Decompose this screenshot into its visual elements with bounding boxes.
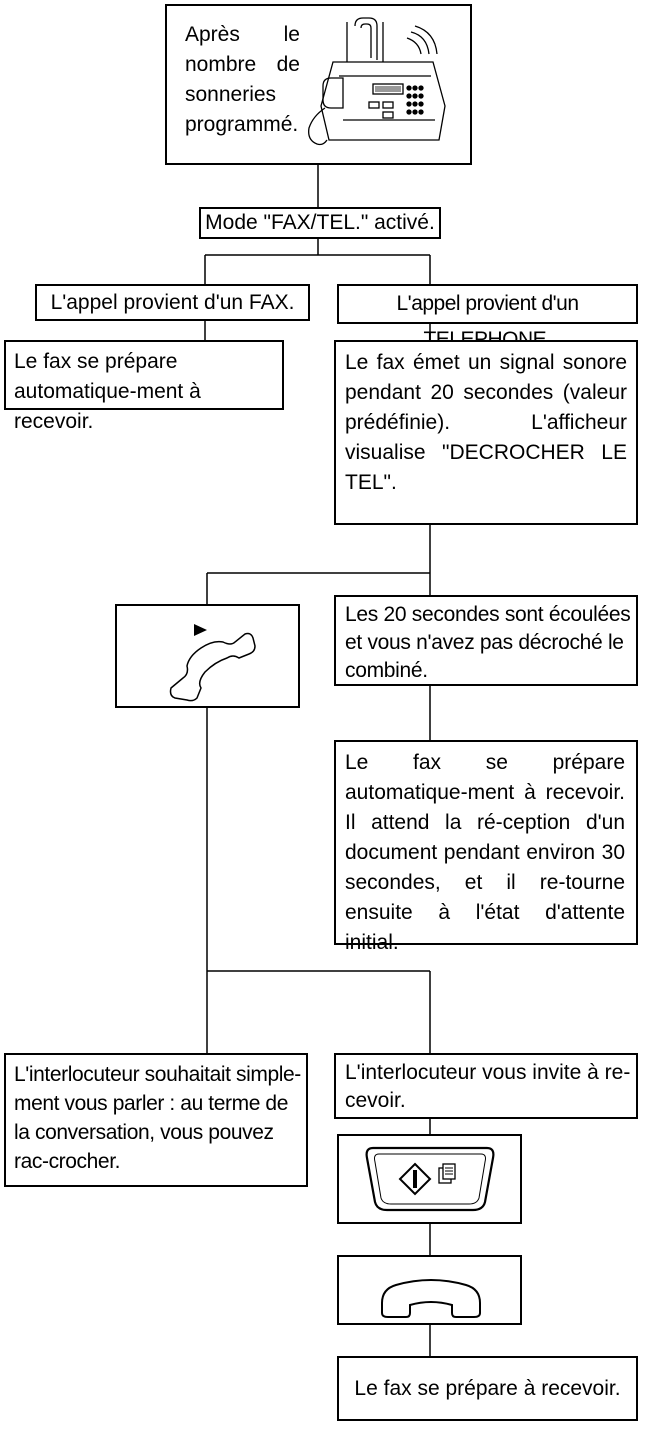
- beep-box: Le fax émet un signal sonore pendant 20 …: [334, 340, 638, 525]
- fax-call-box: L'appel provient d'un FAX.: [35, 284, 310, 321]
- start-box: Après le nombre de sonneries programmé.: [165, 4, 472, 165]
- final-box: Le fax se prépare à recevoir.: [337, 1356, 638, 1421]
- telephone-call-box: L'appel provient d'un TELEPHONE.: [337, 284, 638, 351]
- invite-text: L'interlocuteur vous invite à re-cevoir.: [345, 1061, 631, 1112]
- timeout-box: Les 20 secondes sont écoulées et vous n'…: [334, 595, 638, 686]
- handset-hangup-icon: [381, 1279, 481, 1318]
- mode-box: Mode "FAX/TEL." activé.: [199, 207, 441, 239]
- start-key-box: [337, 1134, 522, 1224]
- lift-handset-box: [115, 604, 300, 708]
- invite-box: L'interlocuteur vous invite à re-cevoir.: [334, 1053, 638, 1119]
- fax-machine-icon: [308, 17, 446, 146]
- fax-prepares-box: Le fax se prépare automatique-ment à rec…: [4, 340, 284, 433]
- timeout-text: Les 20 secondes sont écoulées et vous n'…: [345, 603, 631, 682]
- fax-prepares-text: Le fax se prépare automatique-ment à rec…: [14, 350, 201, 433]
- start-text: Après le nombre de sonneries programmé.: [185, 23, 300, 136]
- hang-up-box: [337, 1255, 522, 1325]
- handset-lift-icon: [169, 624, 256, 702]
- just-talk-text: L'interlocuteur souhaitait simple-ment v…: [14, 1063, 301, 1173]
- beep-text: Le fax émet un signal sonore pendant 20 …: [345, 351, 627, 494]
- auto-receive-box: Le fax se prépare automatique-ment à rec…: [334, 740, 638, 954]
- start-copy-key-icon: [365, 1146, 495, 1212]
- just-talk-box: L'interlocuteur souhaitait simple-ment v…: [4, 1053, 308, 1187]
- auto-receive-text: Le fax se prépare automatique-ment à rec…: [345, 751, 625, 954]
